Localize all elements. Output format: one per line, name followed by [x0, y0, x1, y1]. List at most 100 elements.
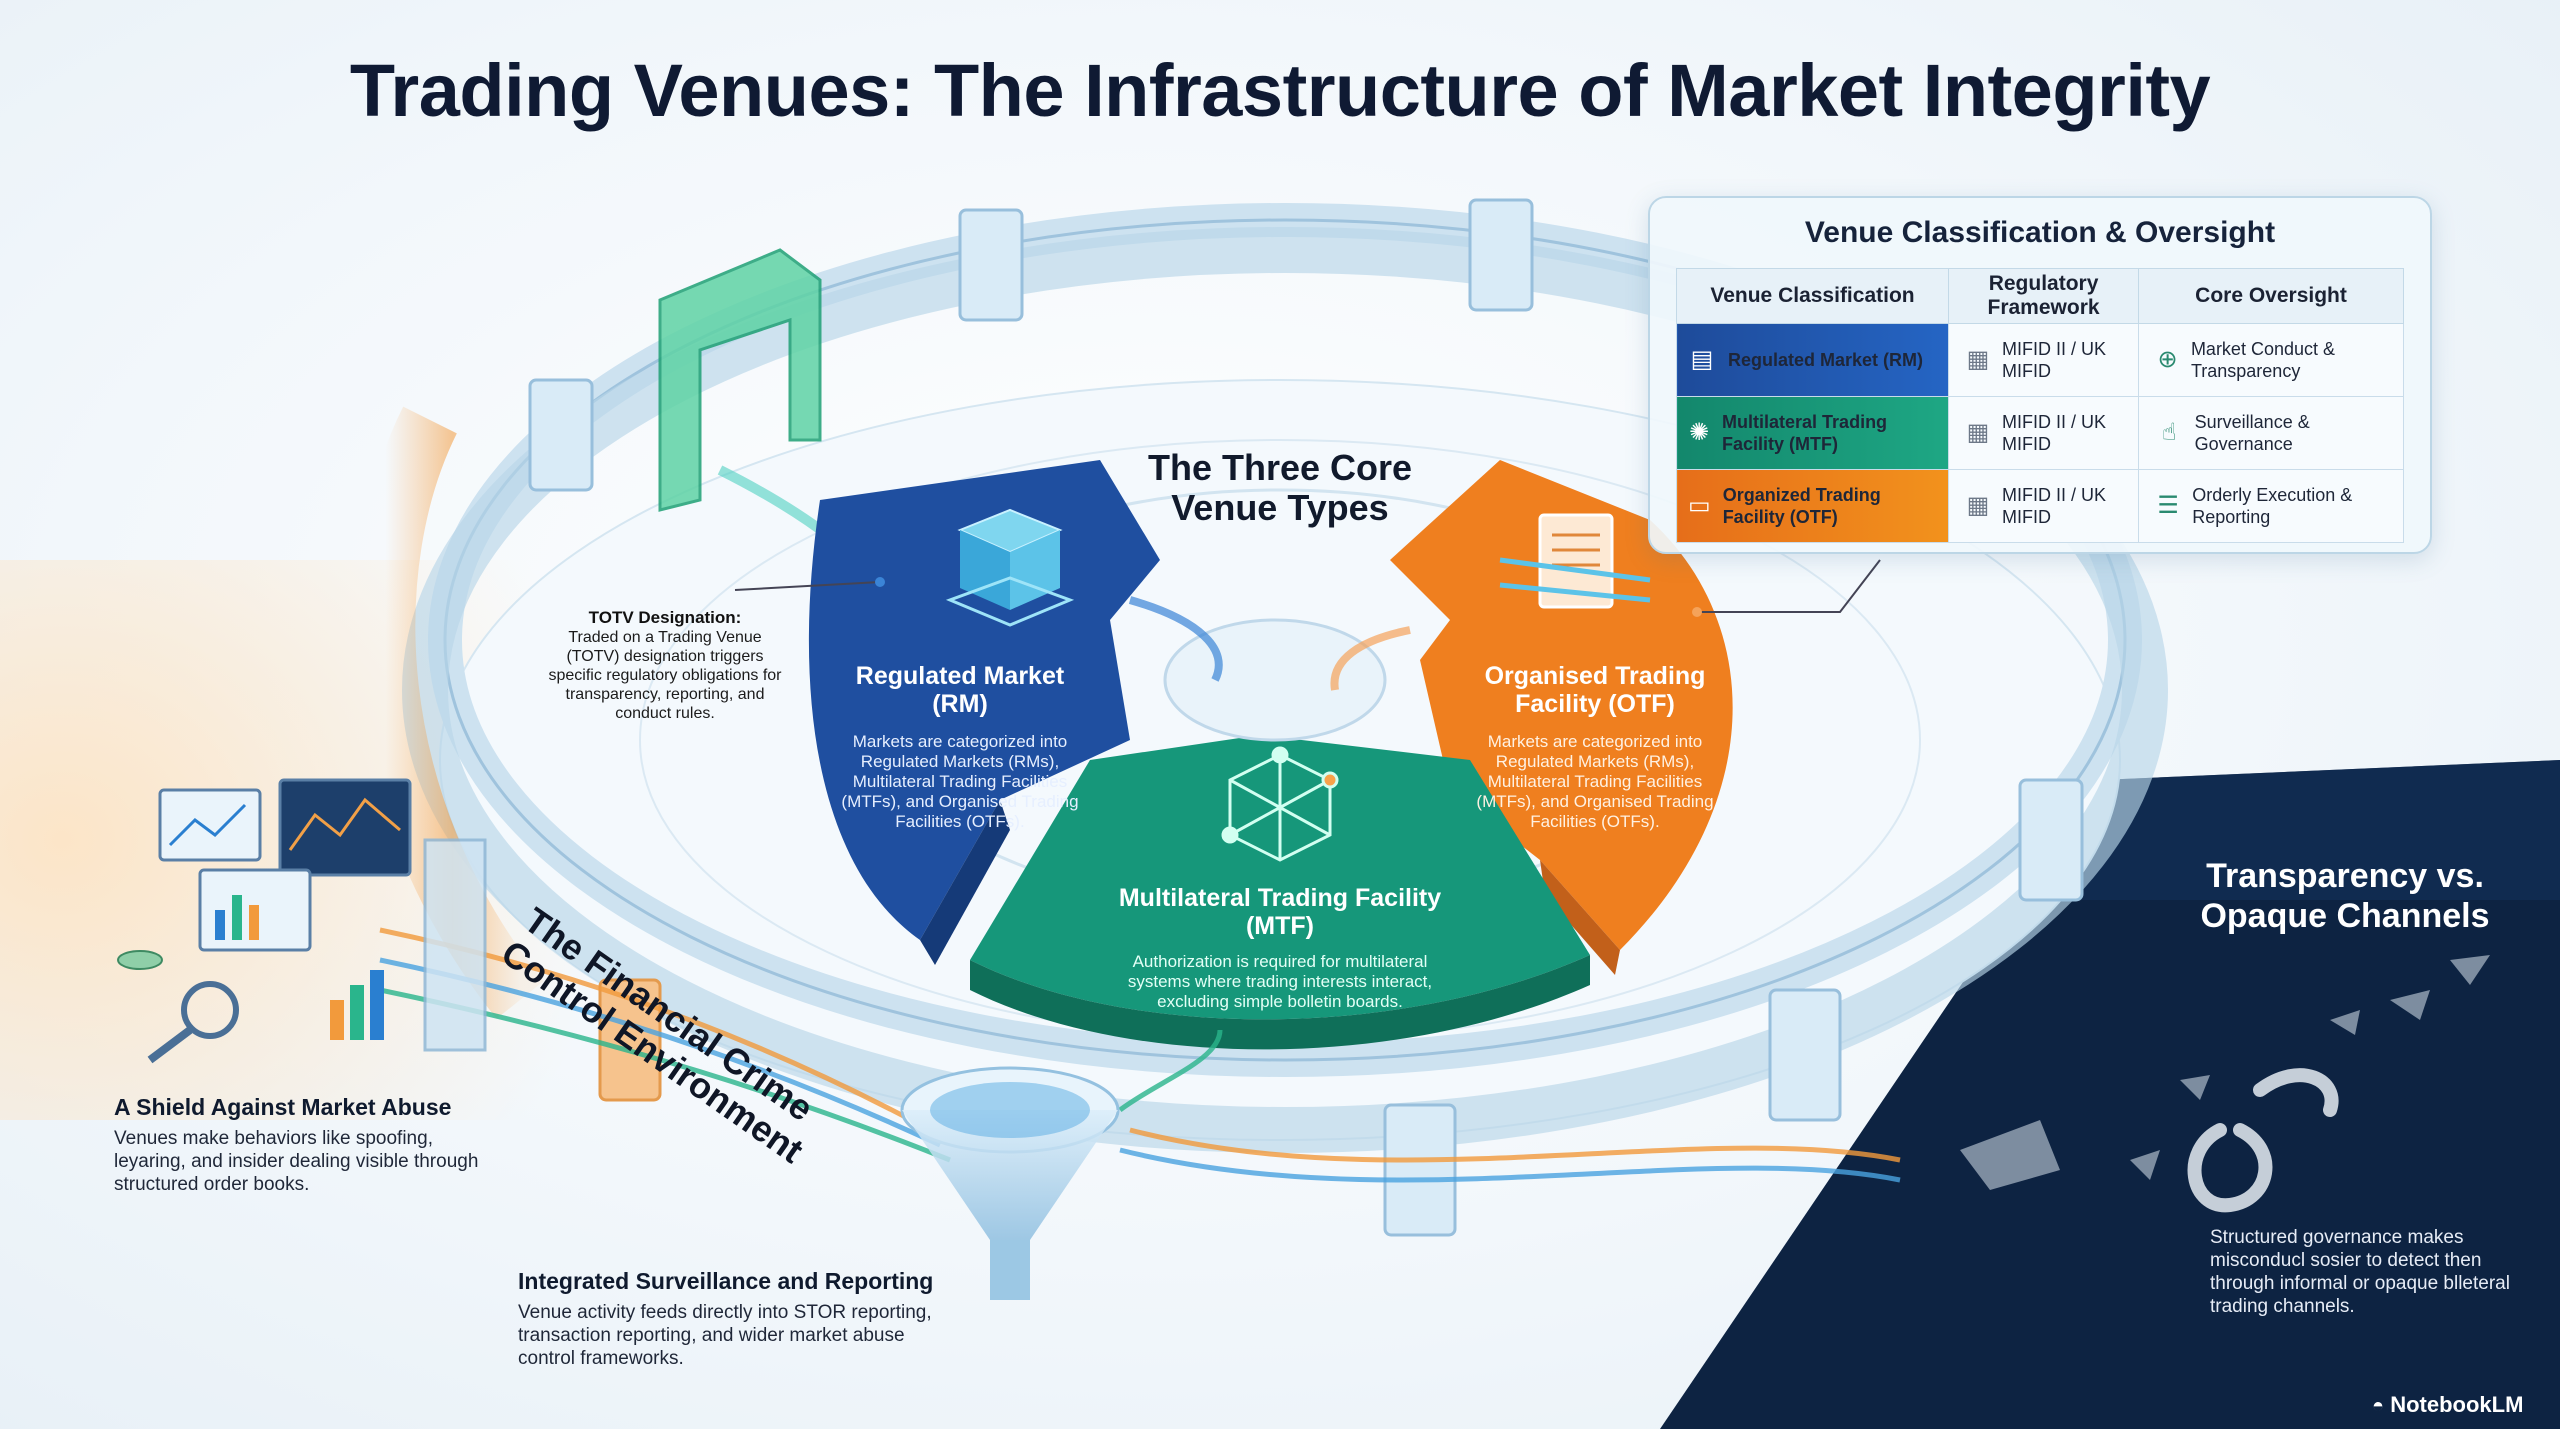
framework-cell: ▦ MIFID II / UK MIFID: [1948, 469, 2140, 543]
flow-line-blue: [1119, 1147, 1901, 1183]
debris: [1960, 1120, 2060, 1190]
surveillance-section: Integrated Surveillance and Reporting Ve…: [518, 1268, 938, 1370]
rm-description: Markets are categorized into Regulated M…: [841, 732, 1079, 831]
ring-pillar: [958, 208, 1024, 322]
magnifier-handle: [147, 1026, 193, 1064]
otf-callout-line: [1697, 559, 1881, 613]
ring-pillar: [1468, 198, 1534, 312]
calendar-icon: ▦: [1966, 492, 1990, 519]
monitor-bar: [249, 905, 259, 940]
debris: [2450, 955, 2490, 985]
hand-shield-icon: ☝: [2162, 419, 2177, 446]
stat-bar: [350, 985, 364, 1040]
otf-flow-arrow: [1499, 557, 1651, 583]
broken-chain-icon: [2187, 1068, 2339, 1213]
classification-table: Venue Classification Regulatory Framewor…: [1675, 268, 2404, 543]
oversight-cell: ⊕Market Conduct & Transparency: [2138, 323, 2404, 397]
mtf-network-icon: [1221, 746, 1339, 862]
center-hub: [1163, 618, 1387, 742]
classification-label: Organized Trading Facility (OTF): [1722, 485, 1881, 527]
table-row: ✺ Multilateral Trading Facility (MTF) ▦ MI…: [1675, 396, 2404, 470]
transparency-heading: Transparency vs. Opaque Channels: [2200, 857, 2490, 935]
debris: [2390, 990, 2430, 1020]
classification-cell: ▤ Regulated Market (RM): [1675, 323, 1950, 397]
totv-text: Traded on a Trading Venue (TOTV) designa…: [548, 629, 782, 722]
rm-cube-right: [1010, 530, 1060, 610]
bar-chart-icon: ▤: [1690, 346, 1714, 373]
otf-document-icon: [1499, 513, 1651, 609]
network-icon: ✺: [1688, 419, 1710, 446]
opaque-panel-shade: [2080, 760, 2560, 900]
page-title: Trading Venues: The Infrastructure of Ma…: [349, 49, 2211, 132]
stat-bar: [370, 970, 384, 1040]
ring-pillar: [598, 978, 662, 1102]
otf-segment: Organised Trading Facility (OTF) Markets…: [1465, 662, 1725, 832]
stat-bar: [330, 1000, 344, 1040]
otf-flow-arrow: [1499, 582, 1651, 603]
monitor-chart-line: [168, 803, 247, 847]
framework-label: MIFID II / UK MIFID: [2001, 485, 2106, 527]
mtf-network-node: [1321, 771, 1339, 789]
chain-link: [2187, 1123, 2273, 1213]
debris: [2330, 1010, 2360, 1035]
column-header: Core Oversight: [2138, 268, 2404, 324]
oversight-label: Market Conduct & Transparency: [2190, 339, 2335, 381]
checklist-icon: ☰: [2157, 492, 2179, 519]
ring-pillars: [528, 198, 2084, 1237]
table-row: ▭ Organized Trading Facility (OTF) ▦ MIFID…: [1675, 469, 2404, 543]
coin-stack: [117, 950, 163, 970]
otf-document-sheet: [1538, 513, 1614, 609]
framework-cell: ▦ MIFID II / UK MIFID: [1948, 396, 2140, 470]
document-icon: ▭: [1688, 492, 1711, 519]
rm-cube-icon: [945, 508, 1075, 627]
core-venue-types-title: The Three Core Venue Types: [1147, 447, 1413, 528]
flow-line-green: [1118, 1029, 1223, 1113]
mtf-network-spoke: [1229, 778, 1331, 837]
transparency-text: Structured governance makes misconducl s…: [2210, 1227, 2510, 1317]
chain-link: [2253, 1068, 2339, 1117]
ring-pillar: [1383, 1103, 1457, 1237]
flow-line-orange: [1129, 1127, 1901, 1163]
ring-pillar: [528, 378, 594, 492]
classification-label: Multilateral Trading Facility (MTF): [1722, 412, 1888, 454]
opaque-channel-panel: [1660, 760, 2560, 1429]
calendar-icon: ▦: [1966, 419, 1990, 446]
oversight-label: Surveillance & Governance: [2194, 412, 2310, 454]
rm-segment-depth: [920, 800, 1010, 965]
brand-label: ◓ NotebookLM: [2372, 1392, 2523, 1418]
otf-description: Markets are categorized into Regulated M…: [1476, 732, 1714, 831]
mtf-segment: Multilateral Trading Facility (MTF) Auth…: [1100, 884, 1460, 1012]
glass-ring-front: [402, 227, 2168, 1153]
rm-segment: Regulated Market (RM) Markets are catego…: [840, 662, 1080, 832]
debris: [2130, 1150, 2160, 1180]
monitor-bar: [215, 910, 225, 940]
rm-connector: [1128, 596, 1223, 682]
surveillance-funnel-icon: [900, 1066, 1120, 1300]
totv-heading: TOTV Designation:: [588, 608, 742, 627]
surveillance-text: Venue activity feeds directly into STOR …: [518, 1302, 932, 1369]
totv-callout-line: [734, 581, 881, 591]
framework-label: MIFID II / UK MIFID: [2001, 412, 2106, 454]
otf-callout-dot: [1692, 607, 1702, 617]
classification-label: Regulated Market (RM): [1728, 350, 1924, 370]
mtf-network-node: [1271, 746, 1289, 764]
mtf-segment-shape: [970, 735, 1590, 1020]
mtf-heading: Multilateral Trading Facility (MTF): [1118, 884, 1442, 940]
oversight-cell: ☝ Surveillance & Governance: [2138, 396, 2404, 470]
gateway-frame: [658, 248, 822, 512]
funnel-cone: [902, 1110, 1118, 1240]
ring-pillar: [2018, 778, 2084, 902]
table-row: ▤Regulated Market (RM) ▦MIFID II / UK MI…: [1675, 323, 2404, 397]
panel-title: Venue Classification & Oversight: [1804, 216, 2276, 249]
funnel-spout: [990, 1240, 1030, 1300]
oversight-cell: ☰ Orderly Execution & Reporting: [2138, 469, 2404, 543]
table-header-row: Venue Classification Regulatory Framewor…: [1675, 268, 2404, 324]
shield-heading: A Shield Against Market Abuse: [114, 1094, 452, 1120]
market-monitors-illustration: [117, 778, 487, 1064]
rm-heading: Regulated Market (RM): [855, 662, 1065, 718]
oversight-label: Orderly Execution & Reporting: [2192, 485, 2353, 527]
monitor-chart-line: [288, 797, 401, 851]
debris-fragments: [1960, 955, 2490, 1190]
side-glass-panel: [423, 838, 487, 1052]
